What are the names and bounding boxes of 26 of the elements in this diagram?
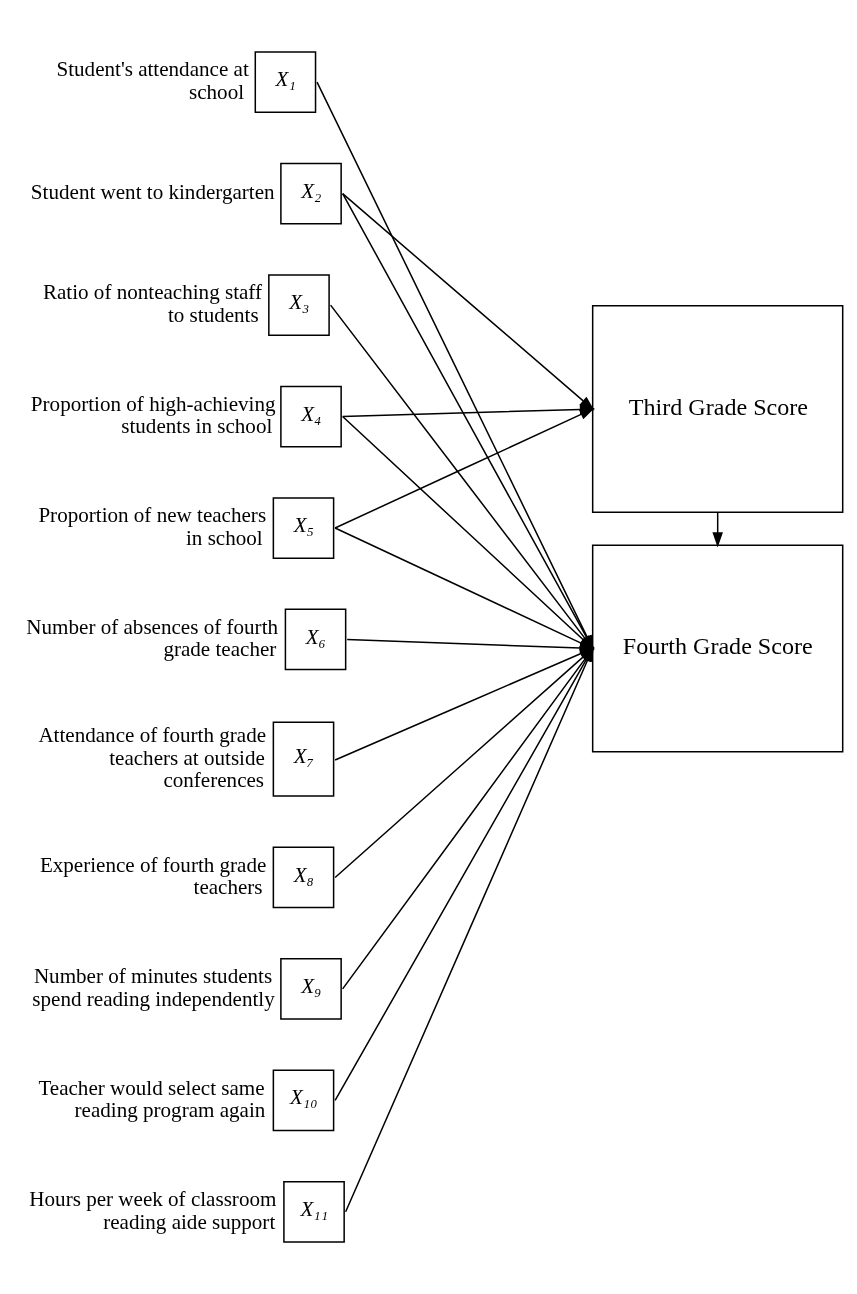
node-box: X₆ (284, 608, 347, 671)
node-box: X₇ (272, 721, 335, 797)
node-box: Fourth Grade Score (591, 544, 844, 753)
node-box: X₃ (268, 274, 330, 336)
node-label: Teacher would select same reading program again (38, 1075, 266, 1123)
node-box: X₁₀ (272, 1069, 335, 1132)
node-label: Number of minutes students spend reading independently (32, 964, 275, 1011)
node-box: X₅ (272, 497, 335, 559)
node-box: X₈ (272, 846, 335, 909)
node-box: X₉ (280, 958, 342, 1020)
node-label: Student went to kindergarten (30, 180, 275, 205)
node-label: Student's attendance at school (56, 57, 249, 105)
node-label: Number of absences of fourth grade teacher (26, 614, 279, 662)
node-label: Hours per week of classroom reading aide support (29, 1187, 277, 1234)
node-label: Attendance of fourth grade teachers at outside conferences (38, 723, 267, 793)
node-label: Ratio of nonteaching staff to students (42, 280, 263, 327)
node-box: X₁₁ (283, 1180, 345, 1243)
node-label: Experience of fourth grade teachers (39, 852, 267, 900)
arrow (334, 408, 595, 529)
node-box: X₁ (254, 51, 317, 114)
node-label: Proportion of high-achieving students in school (30, 391, 276, 439)
node-box: X₄ (280, 385, 342, 448)
arrow (712, 511, 723, 548)
node-box: Third Grade Score (591, 305, 844, 513)
node-box: X₂ (280, 162, 342, 225)
node-label: Proportion of new teachers in school (38, 503, 267, 550)
